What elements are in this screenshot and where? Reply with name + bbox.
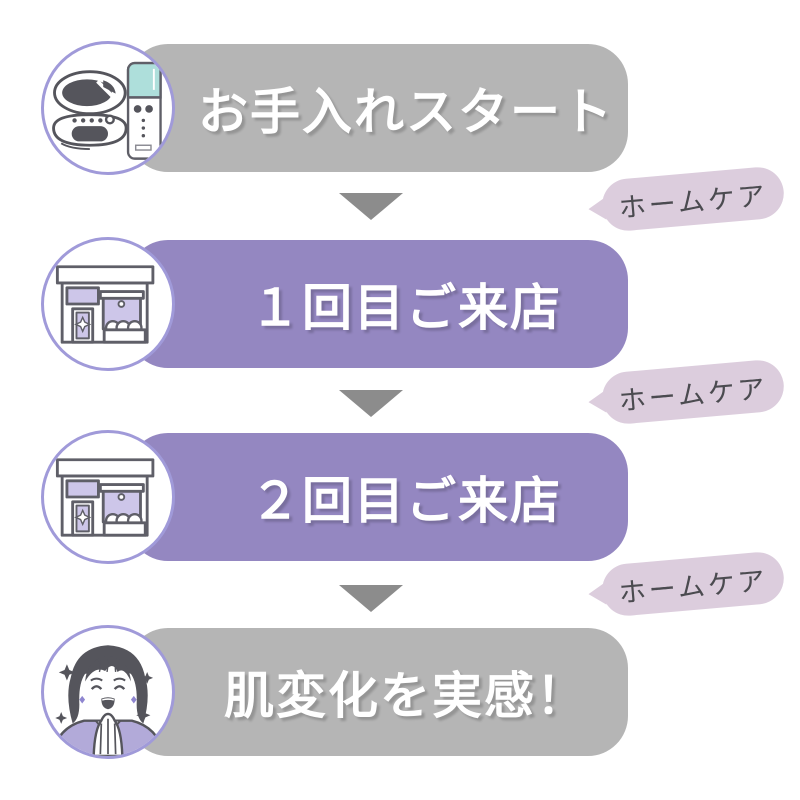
- badge-tail-icon: [587, 390, 607, 415]
- down-arrow-icon: [339, 390, 403, 417]
- down-arrow-icon: [339, 585, 403, 612]
- step-bar-second-visit: ２回目ご来店: [128, 433, 628, 561]
- homecare-badge-label: ホームケア: [617, 373, 769, 416]
- down-arrow-icon: [339, 193, 403, 220]
- homecare-badge-label: ホームケア: [617, 180, 769, 223]
- store-icon: [55, 458, 155, 537]
- step-icon-circle: [41, 41, 175, 175]
- store-icon: [55, 265, 155, 344]
- badge-tail-icon: [587, 197, 607, 222]
- step-label: １回目ご来店: [250, 280, 562, 336]
- homecare-badge: ホームケア: [587, 165, 786, 233]
- happy-woman-icon: [50, 645, 166, 756]
- step-icon-circle: [41, 237, 175, 371]
- step-bar-first-visit: １回目ご来店: [128, 240, 628, 368]
- step-bar-start: お手入れスタート: [128, 44, 628, 172]
- skincare-devices-icon: [52, 61, 162, 160]
- step-label: ２回目ご来店: [250, 473, 562, 529]
- badge-tail-icon: [587, 582, 607, 607]
- step-label: 肌変化を実感！: [224, 668, 588, 724]
- homecare-badge: ホームケア: [587, 358, 786, 426]
- step-icon-circle: [41, 430, 175, 564]
- step-bar-result: 肌変化を実感！: [128, 628, 628, 756]
- step-label: お手入れスタート: [198, 84, 614, 140]
- homecare-badge: ホームケア: [587, 550, 786, 618]
- homecare-badge-label: ホームケア: [617, 565, 769, 608]
- step-icon-circle: [41, 625, 175, 759]
